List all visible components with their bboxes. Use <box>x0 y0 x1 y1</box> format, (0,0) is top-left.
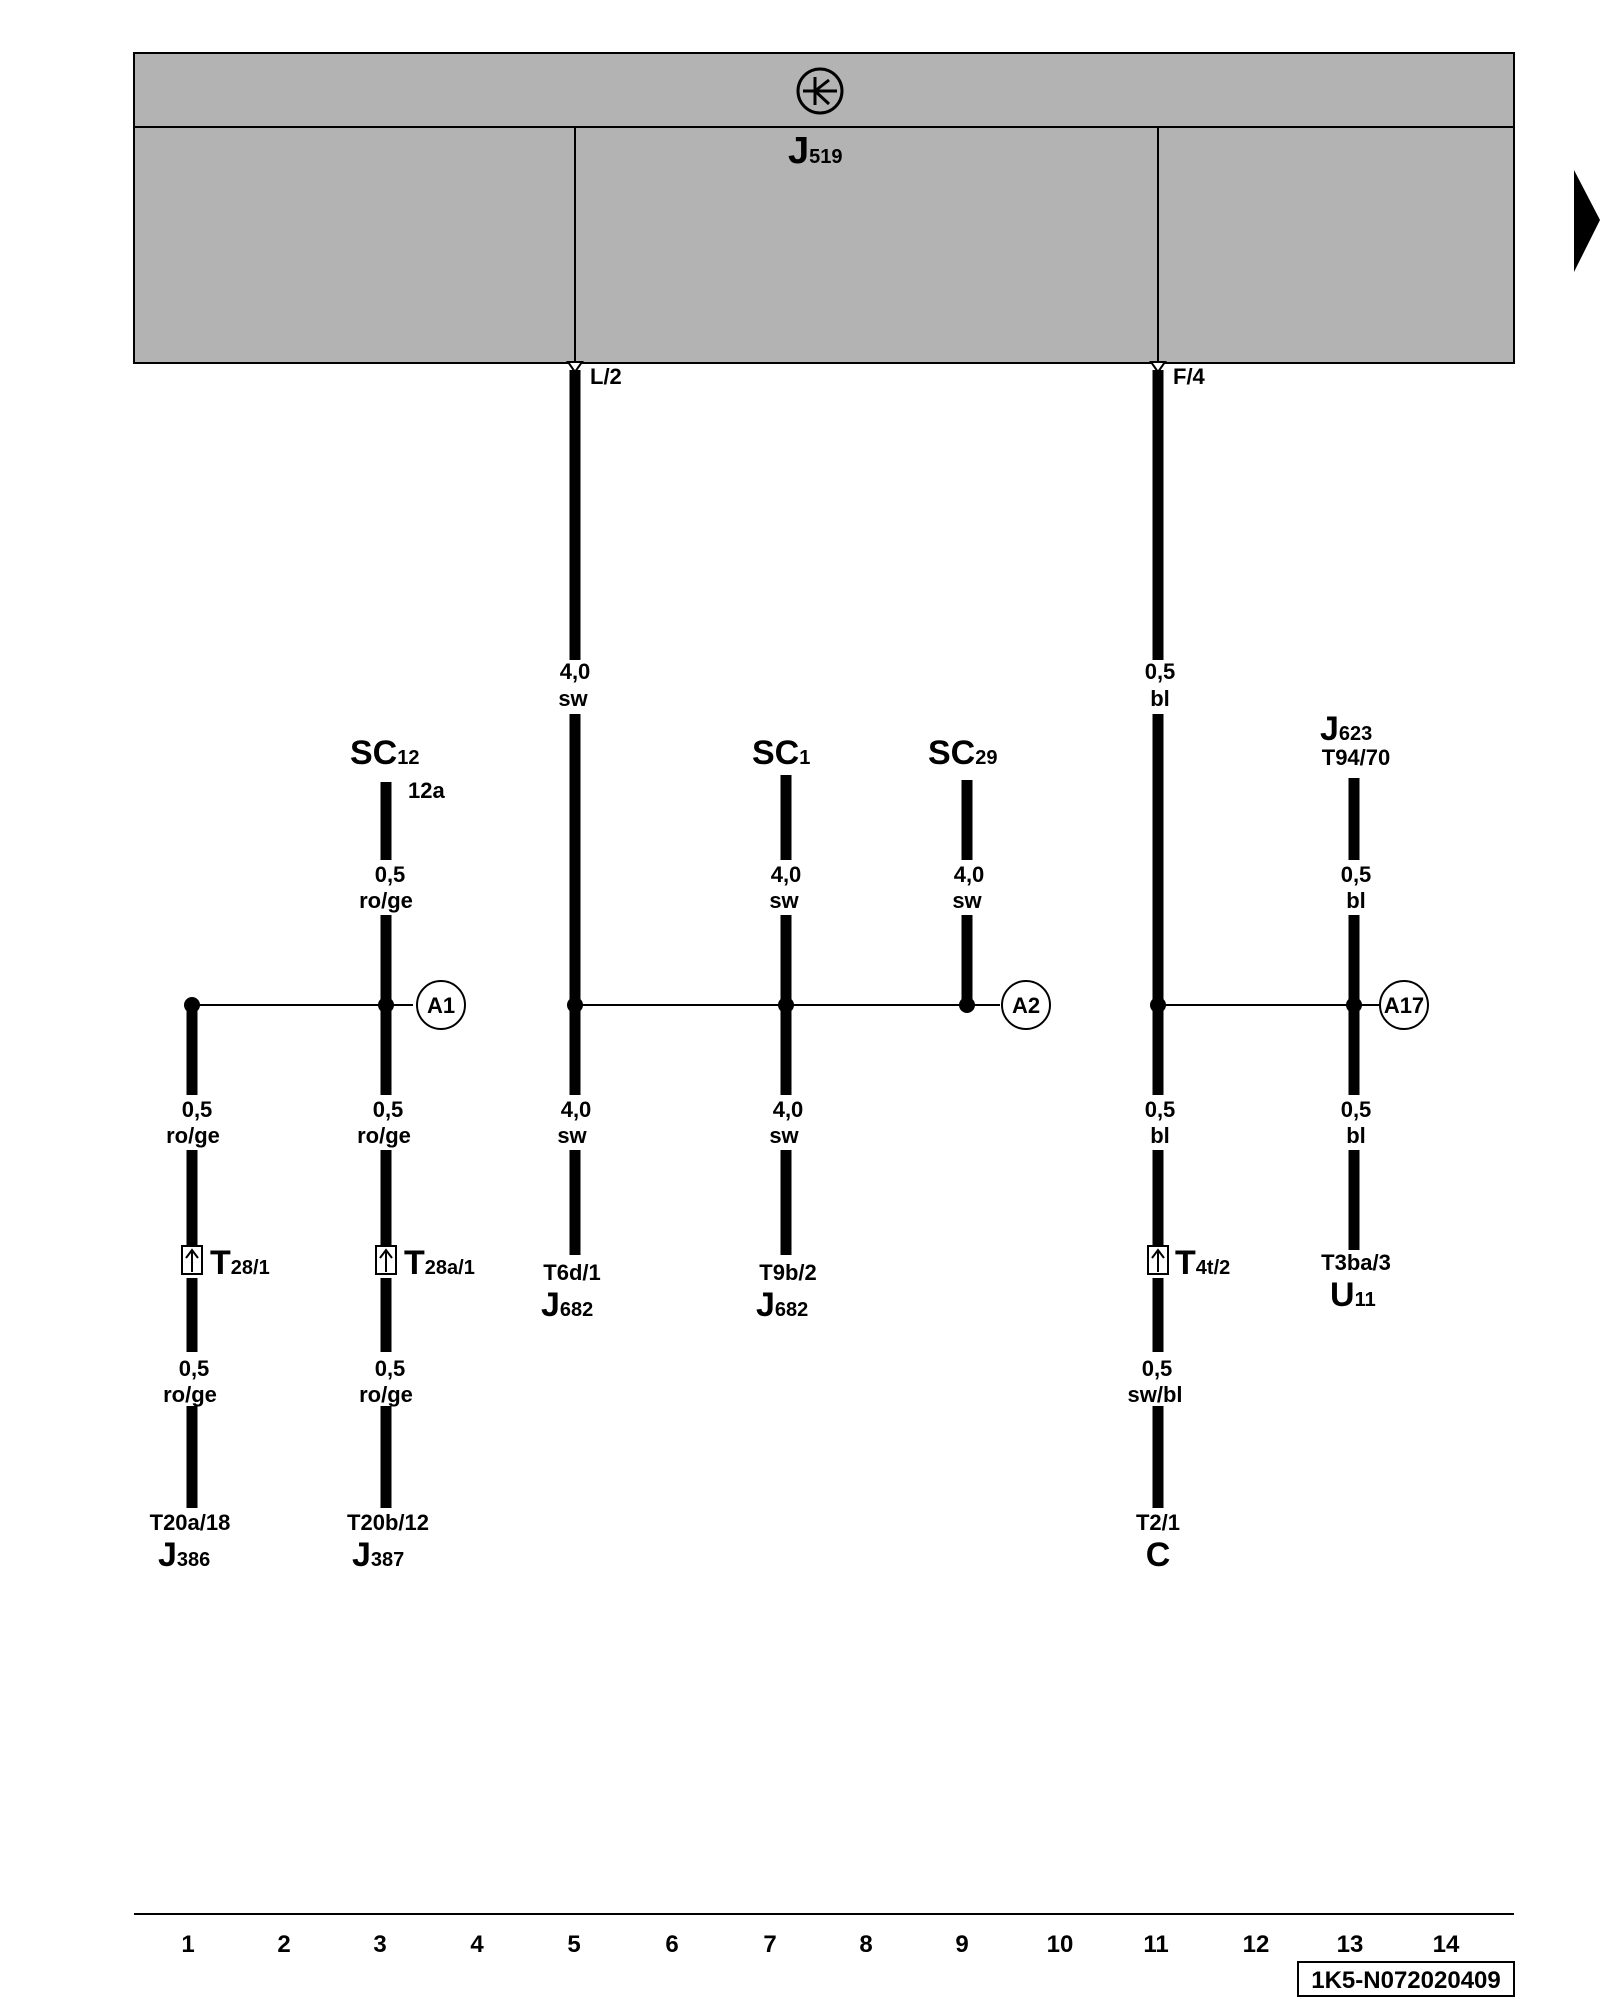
connector-icon-t28a <box>375 1245 397 1275</box>
column-number: 12 <box>1243 1931 1270 1958</box>
wire-size-c7-mid: 4,0 <box>773 1097 804 1122</box>
wire-color-c1-low: ro/ge <box>163 1382 217 1407</box>
endpoint-comp-c11: C <box>1146 1536 1171 1574</box>
wire-color-c11-mid: bl <box>1150 1123 1170 1148</box>
wire-color-c7-mid: sw <box>769 1123 799 1148</box>
wire-size-sc29: 4,0 <box>954 862 985 887</box>
endpoint-pin-c5: T6d/1 <box>543 1260 600 1285</box>
source-sc29: SC29 <box>928 734 997 772</box>
pin-marker-f4 <box>1149 361 1167 374</box>
column-number: 13 <box>1337 1931 1364 1958</box>
column-number: 11 <box>1143 1931 1168 1958</box>
endpoint-comp-c5: J682 <box>541 1286 593 1324</box>
wire-size-c3-low: 0,5 <box>375 1356 406 1381</box>
junction-dot-c1 <box>184 997 200 1013</box>
source-j623-pin: T94/70 <box>1322 745 1391 770</box>
source-sc12: SC12 <box>350 734 419 772</box>
endpoint-comp-c7: J682 <box>756 1286 808 1324</box>
endpoint-pin-c3: T20b/12 <box>347 1510 429 1535</box>
wire-size-c13-mid: 0,5 <box>1341 1097 1372 1122</box>
control-unit-label: J519 <box>788 130 843 172</box>
wire-color-c11-low: sw/bl <box>1127 1382 1182 1407</box>
column-number: 9 <box>955 1931 968 1958</box>
column-number: 1 <box>181 1931 194 1958</box>
wire-size-j623: 0,5 <box>1341 862 1372 887</box>
svg-text:A2: A2 <box>1012 993 1040 1018</box>
doc-id: 1K5-N072020409 <box>1311 1967 1500 1994</box>
junction-dot-c9 <box>959 997 975 1013</box>
column-number: 5 <box>567 1931 580 1958</box>
wire-size-c11-low: 0,5 <box>1142 1356 1173 1381</box>
svg-text:A1: A1 <box>427 993 455 1018</box>
connector-icon-t4t <box>1147 1245 1169 1275</box>
connector-icon-t28 <box>181 1245 203 1275</box>
wire-size-main-top: 4,0 <box>560 659 591 684</box>
junction-dot-c3 <box>378 997 394 1013</box>
column-number: 10 <box>1047 1931 1074 1958</box>
endpoint-comp-c3: J387 <box>352 1536 404 1574</box>
wire-color-f4-top: bl <box>1150 686 1170 711</box>
wire-color-sc29: sw <box>952 888 982 913</box>
wire-color-c5-mid: sw <box>557 1123 587 1148</box>
wire-size-sc12: 0,5 <box>375 862 406 887</box>
wire-color-sc12: ro/ge <box>359 888 413 913</box>
source-j623: J623 <box>1320 710 1372 748</box>
column-number: 7 <box>763 1931 776 1958</box>
column-numbers: 1 2 3 4 5 6 7 8 9 10 11 12 13 14 <box>181 1931 1460 1958</box>
electronics-symbol-icon <box>796 67 844 115</box>
junction-dot-c11 <box>1150 997 1166 1013</box>
wire-size-sc1: 4,0 <box>771 862 802 887</box>
endpoint-comp-c13: U11 <box>1330 1276 1376 1314</box>
pin-label-l2: L/2 <box>590 364 622 389</box>
column-number: 2 <box>277 1931 290 1958</box>
node-a1: A1 <box>416 980 466 1030</box>
source-sc1: SC1 <box>752 734 810 772</box>
wire-color-c1-mid: ro/ge <box>166 1123 220 1148</box>
endpoint-pin-c1: T20a/18 <box>150 1510 231 1535</box>
connector-label-t28: T28/1 <box>210 1244 270 1282</box>
continue-arrow-icon <box>1574 170 1600 272</box>
wire-size-c1-mid: 0,5 <box>182 1097 213 1122</box>
junction-dot-c5 <box>567 997 583 1013</box>
column-number: 14 <box>1433 1931 1460 1958</box>
wire-size-c5-mid: 4,0 <box>561 1097 592 1122</box>
wire-color-c3-low: ro/ge <box>359 1382 413 1407</box>
column-number: 6 <box>665 1931 678 1958</box>
wire-color-sc1: sw <box>769 888 799 913</box>
node-a2: A2 <box>1001 980 1051 1030</box>
doc-id-box <box>1297 1961 1515 1997</box>
column-number: 8 <box>859 1931 872 1958</box>
source-sc12-pin: 12a <box>408 778 445 803</box>
wire-size-c3-mid: 0,5 <box>373 1097 404 1122</box>
connector-label-t4t: T4t/2 <box>1175 1244 1230 1282</box>
control-unit-box <box>133 126 1515 364</box>
column-number: 3 <box>373 1931 386 1958</box>
endpoint-comp-c1: J386 <box>158 1536 210 1574</box>
endpoint-pin-c7: T9b/2 <box>759 1260 816 1285</box>
junction-dot-c13 <box>1346 997 1362 1013</box>
wire-color-j623: bl <box>1346 888 1366 913</box>
connector-label-t28a: T28a/1 <box>404 1244 475 1282</box>
pin-marker-l2 <box>566 361 584 374</box>
pin-label-f4: F/4 <box>1173 364 1206 389</box>
wire-color-c3-mid: ro/ge <box>357 1123 411 1148</box>
column-number: 4 <box>470 1931 484 1958</box>
endpoint-pin-c11: T2/1 <box>1136 1510 1180 1535</box>
wire-color-main-top: sw <box>558 686 588 711</box>
wire-size-f4-top: 0,5 <box>1145 659 1176 684</box>
node-a17: A17 <box>1379 980 1429 1030</box>
wire-size-c1-low: 0,5 <box>179 1356 210 1381</box>
svg-text:A17: A17 <box>1384 993 1424 1018</box>
junction-dot-c7 <box>778 997 794 1013</box>
endpoint-pin-c13: T3ba/3 <box>1321 1250 1391 1275</box>
wire-size-c11-mid: 0,5 <box>1145 1097 1176 1122</box>
wire-color-c13-mid: bl <box>1346 1123 1366 1148</box>
